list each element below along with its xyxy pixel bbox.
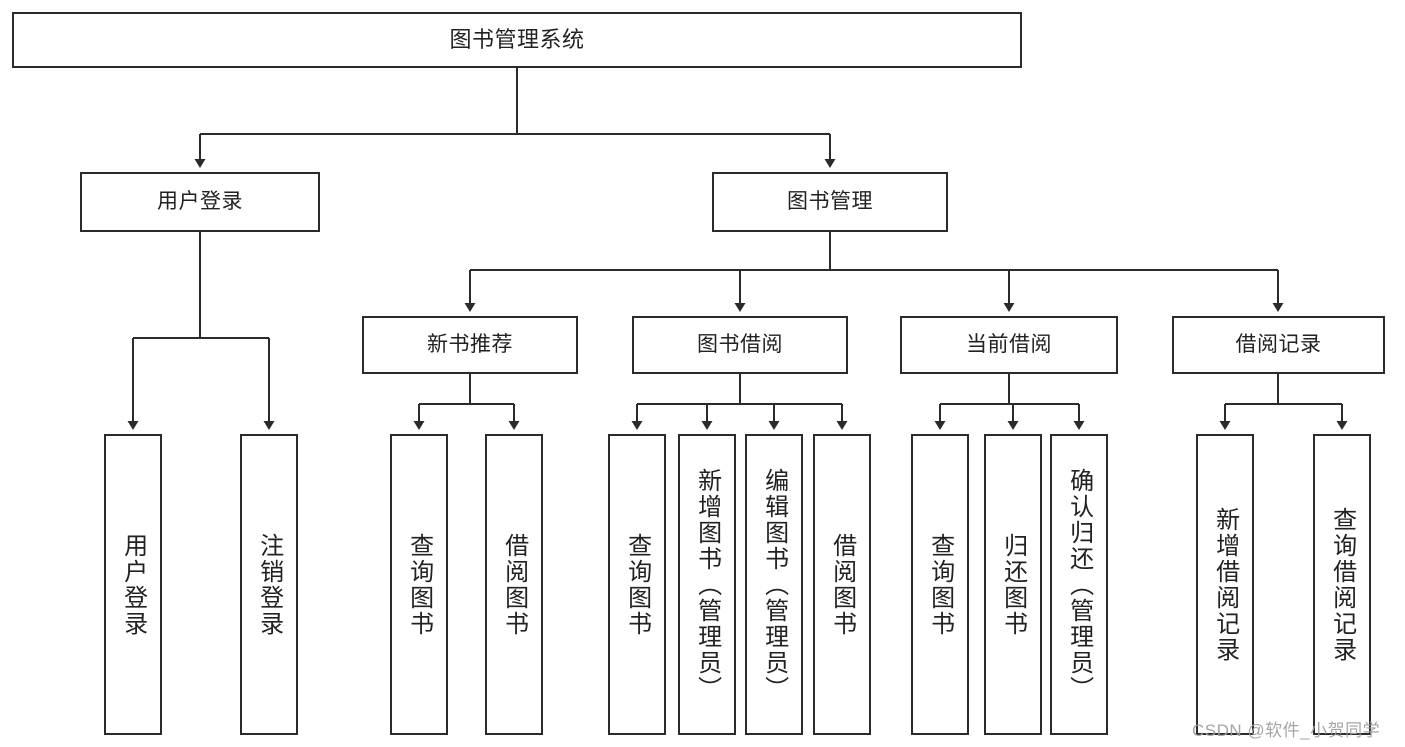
node-leaf-return-book-label: 归还图书 bbox=[999, 532, 1027, 637]
node-leaf-edit-book-label: 编辑图书（管理员） bbox=[760, 467, 788, 702]
node-new-book-rec-label: 新书推荐 bbox=[427, 332, 513, 356]
node-leaf-add-book-label: 新增图书（管理员） bbox=[693, 467, 721, 702]
node-leaf-return-book[interactable]: 归还图书 bbox=[984, 434, 1042, 735]
node-leaf-confirm-return-label: 确认归还（管理员） bbox=[1065, 467, 1093, 702]
node-leaf-borrow-book-1[interactable]: 借阅图书 bbox=[485, 434, 543, 735]
node-leaf-user-login-label: 用户登录 bbox=[119, 532, 147, 637]
node-current-borrow[interactable]: 当前借阅 bbox=[900, 316, 1118, 374]
node-leaf-query-book-3[interactable]: 查询图书 bbox=[911, 434, 969, 735]
node-leaf-query-book-2-label: 查询图书 bbox=[623, 532, 651, 637]
node-leaf-query-book-2[interactable]: 查询图书 bbox=[608, 434, 666, 735]
node-leaf-add-record[interactable]: 新增借阅记录 bbox=[1196, 434, 1254, 735]
node-root-label: 图书管理系统 bbox=[449, 27, 585, 53]
node-borrow-record-label: 借阅记录 bbox=[1235, 332, 1322, 356]
node-book-manage[interactable]: 图书管理 bbox=[712, 172, 948, 232]
node-leaf-borrow-book-1-label: 借阅图书 bbox=[500, 532, 528, 637]
node-borrow-record[interactable]: 借阅记录 bbox=[1172, 316, 1385, 374]
node-user-login[interactable]: 用户登录 bbox=[80, 172, 320, 232]
node-book-borrow[interactable]: 图书借阅 bbox=[632, 316, 848, 374]
node-leaf-query-book-3-label: 查询图书 bbox=[926, 532, 954, 637]
node-new-book-rec[interactable]: 新书推荐 bbox=[362, 316, 578, 374]
node-leaf-query-book-1[interactable]: 查询图书 bbox=[390, 434, 448, 735]
csdn-watermark: CSDN @软件_小贺同学 bbox=[1192, 721, 1381, 740]
node-user-login-label: 用户登录 bbox=[157, 189, 243, 213]
node-leaf-logout[interactable]: 注销登录 bbox=[240, 434, 298, 735]
node-leaf-user-login[interactable]: 用户登录 bbox=[104, 434, 162, 735]
node-leaf-query-record[interactable]: 查询借阅记录 bbox=[1313, 434, 1371, 735]
node-leaf-confirm-return[interactable]: 确认归还（管理员） bbox=[1050, 434, 1108, 735]
node-leaf-query-record-label: 查询借阅记录 bbox=[1328, 506, 1356, 663]
node-leaf-add-record-label: 新增借阅记录 bbox=[1211, 506, 1239, 663]
node-leaf-borrow-book-2[interactable]: 借阅图书 bbox=[813, 434, 871, 735]
node-leaf-borrow-book-2-label: 借阅图书 bbox=[828, 532, 856, 637]
node-root[interactable]: 图书管理系统 bbox=[12, 12, 1022, 68]
node-leaf-query-book-1-label: 查询图书 bbox=[405, 532, 433, 637]
node-leaf-add-book[interactable]: 新增图书（管理员） bbox=[678, 434, 736, 735]
node-leaf-logout-label: 注销登录 bbox=[255, 532, 283, 637]
node-book-manage-label: 图书管理 bbox=[787, 189, 873, 213]
node-current-borrow-label: 当前借阅 bbox=[966, 332, 1052, 356]
node-book-borrow-label: 图书借阅 bbox=[697, 332, 783, 356]
node-leaf-edit-book[interactable]: 编辑图书（管理员） bbox=[745, 434, 803, 735]
